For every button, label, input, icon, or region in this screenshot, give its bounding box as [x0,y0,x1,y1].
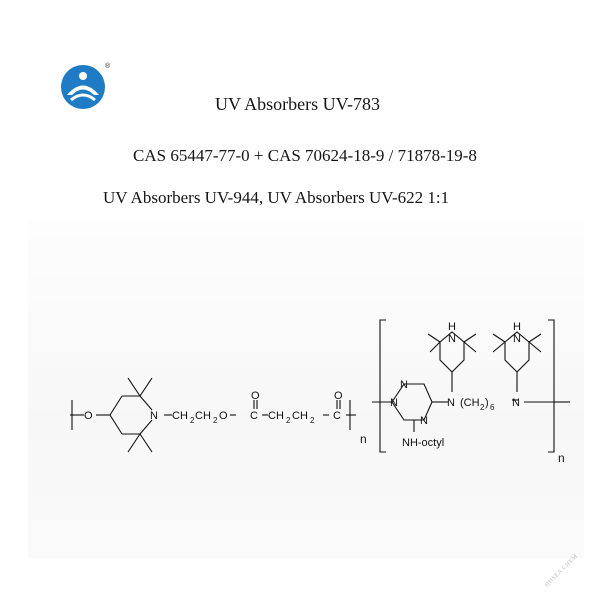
pip-n: N [448,333,456,345]
chain-ch2: CH [195,410,211,422]
atom-o: O [219,410,228,422]
subscript-2: 2 [213,416,218,425]
hexyl-close: ) [485,397,489,409]
amine-n: N [512,397,520,409]
uv-622-structure [70,377,356,453]
atom-n: N [150,410,158,422]
chain-ch2: CH [172,410,188,422]
chain-ch2: CH [268,410,284,422]
mixture-description: UV Absorbers UV-944, UV Absorbers UV-622… [103,188,450,207]
hexyl-chain: (CH [460,397,480,409]
triazine-n: N [400,379,408,391]
subscript-2: 2 [480,403,485,412]
uv-944-labels: N N N N (CH 2 ) 6 N NH-octyl H N H N n [390,321,565,465]
subscript-2: 2 [286,416,291,425]
nh-octyl-label: NH-octyl [402,437,444,449]
repeat-n: n [558,451,565,465]
pip-n: N [513,333,521,345]
pip-h: H [513,321,521,333]
subscript-2: 2 [310,416,315,425]
uv-622-labels: O N CH 2 CH 2 O C O CH 2 CH 2 C O n [84,390,367,446]
company-logo-icon [61,65,105,109]
subscript-6: 6 [490,403,495,412]
registered-mark: ® [105,63,111,70]
carbonyl-c: C [333,410,341,422]
triazine-n: N [420,415,428,427]
subscript-2: 2 [190,416,195,425]
cas-numbers: CAS 65447-77-0 + CAS 70624-18-9 / 71878-… [133,146,477,165]
uv-944-structure [372,319,570,453]
atom-o: O [84,410,93,422]
carbonyl-o: O [251,390,260,402]
pip-h: H [448,321,456,333]
carbonyl-o: O [334,390,343,402]
carbonyl-c: C [250,410,258,422]
structure-background [28,222,584,558]
triazine-n: N [390,397,398,409]
amine-n: N [447,397,455,409]
page-title: UV Absorbers UV-783 [215,94,381,114]
chain-ch2: CH [292,410,308,422]
repeat-n: n [360,432,367,446]
